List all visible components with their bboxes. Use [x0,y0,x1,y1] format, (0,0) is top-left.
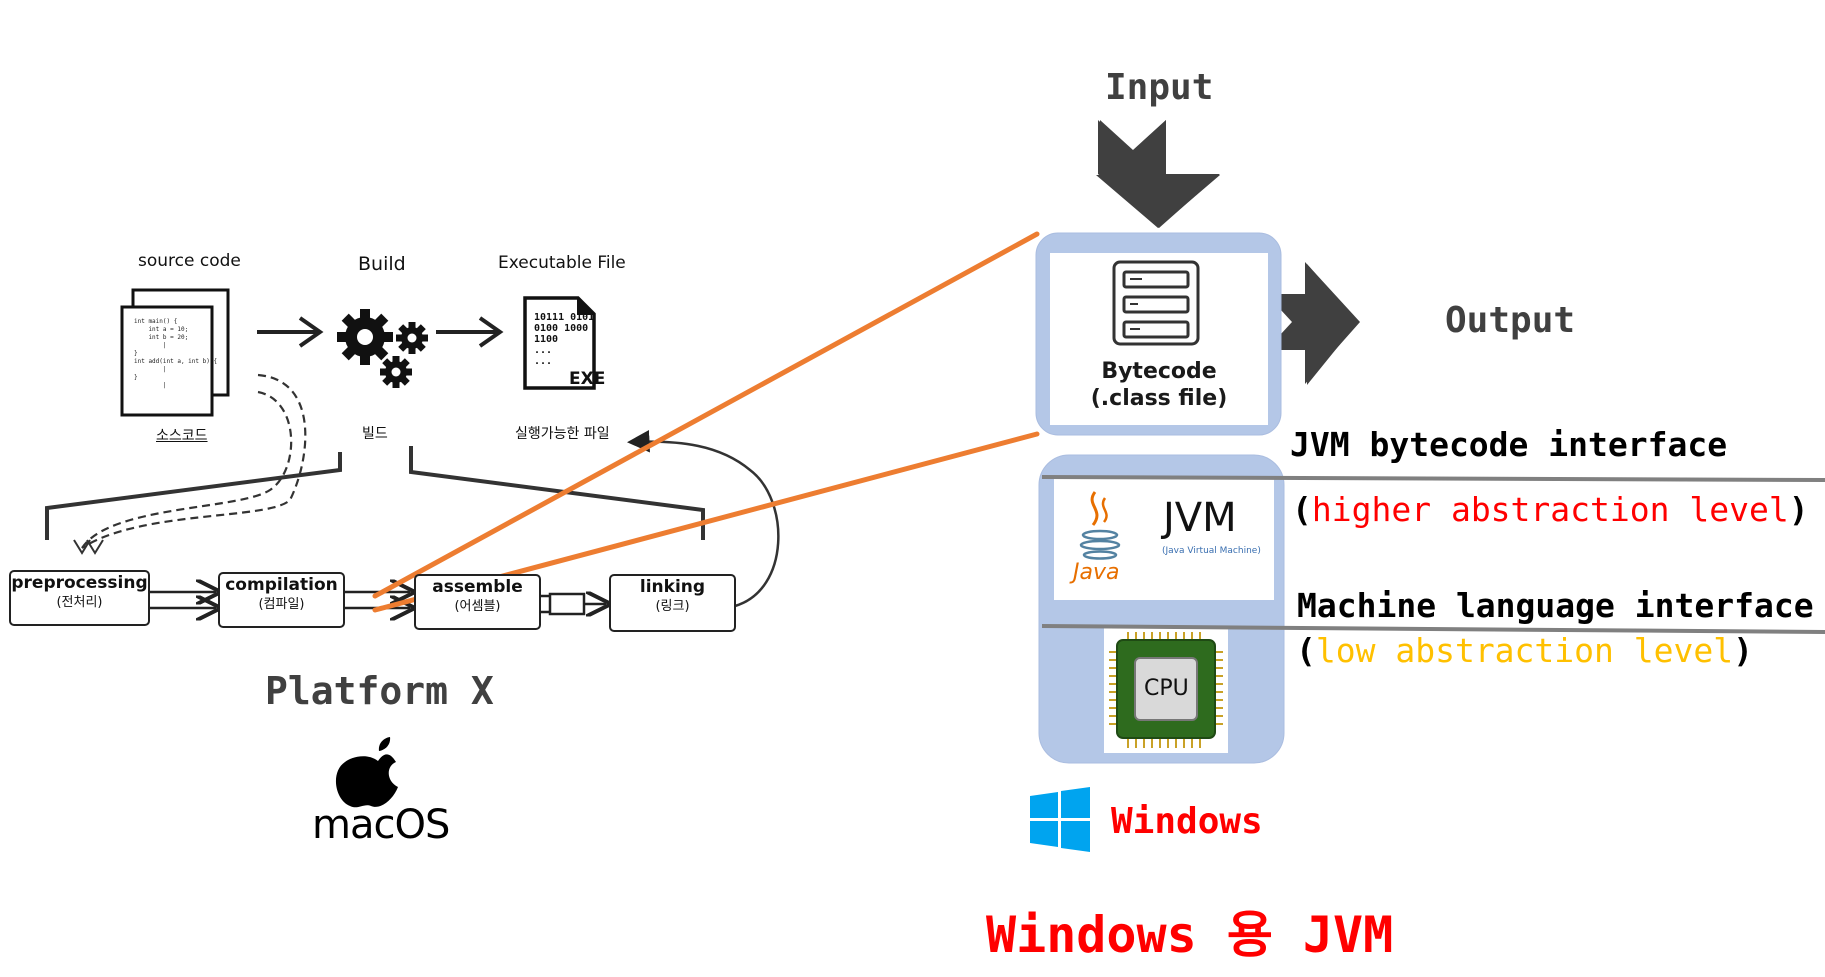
code-line: | [134,382,167,389]
bytecode-title: Bytecode [1101,359,1217,384]
code-line: int main() { [134,318,178,325]
orange-connector-lines [372,231,1040,613]
code-line: int add(int a, int b) { [134,358,218,365]
apple-logo-icon [335,737,398,808]
step-arrows [150,592,606,614]
step-name: compilation [225,575,338,595]
code-line: | [134,342,167,349]
binary-line: 0100 1000 [534,323,589,334]
linking-return-arrow [627,430,780,608]
gears-icon [325,297,435,395]
jvm-subtitle: (Java Virtual Machine) [1162,546,1261,556]
step-name: preprocessing [11,573,148,593]
paren-close: ) [1788,490,1809,529]
machine-interface-line [1041,624,1825,634]
java-text: Java [1073,560,1120,585]
executable-kr-label: 실행가능한 파일 [515,426,610,442]
binary-line: 10111 0101 [534,312,595,323]
footer-title: Windows 용 JVM [986,906,1394,964]
code-line: int b = 20; [134,334,189,341]
input-arrow-shape [1098,120,1220,228]
code-line: } [134,350,138,357]
build-flow-arrows [257,316,504,348]
windows-logo-icon [1030,787,1090,852]
platform-label: Platform X [265,669,494,713]
bytecode-interface-line [1041,475,1825,482]
source-code-label: source code [138,251,241,271]
code-line: | [134,366,167,373]
source-code-icon [120,288,230,417]
output-label: Output [1445,300,1576,341]
low-level-text: low abstraction level [1315,631,1734,670]
step-name: assemble [432,577,523,597]
output-arrow-shape [1275,262,1360,384]
binary-line: 1100 [534,334,559,345]
windows-label: Windows [1111,801,1263,842]
binary-line: ... [534,345,553,356]
binary-text: 10111 0101 0100 1000 1100 ... ... [534,312,594,367]
step-name: linking [639,577,706,597]
bytecode-interface-label: JVM bytecode interface [1290,425,1728,464]
machine-interface-label: Machine language interface [1297,586,1814,625]
step-linking: linking (링크) [609,574,736,632]
dashed-flow-arrows [81,373,307,549]
step-kr: (링크) [655,599,690,614]
step-kr: (컴파일) [258,597,305,612]
paren-open: ( [1292,490,1312,529]
paren-open: ( [1296,631,1316,670]
source-code-kr-label: 소스코드 [156,428,208,444]
bytecode-file-icon [1112,260,1200,346]
cpu-chip-icon [1109,632,1223,748]
bytecode-label: Bytecode (.class file) [1050,358,1268,412]
code-line: } [134,374,138,381]
source-code-snippet: int main() { int a = 10; int b = 20; | }… [134,318,218,390]
exe-text: EXE [569,369,606,389]
input-label: Input [1105,67,1214,108]
bytecode-subtitle: (.class file) [1090,386,1228,411]
java-logo-icon [1079,491,1121,560]
code-line: int a = 10; [134,326,189,333]
build-label: Build [358,253,406,275]
higher-level-label: (higher abstraction level) [1292,490,1809,529]
step-compilation: compilation (컴파일) [218,572,345,628]
step-assemble: assemble (어셈블) [414,574,541,630]
low-level-label: (low abstraction level) [1296,631,1753,670]
step-kr: (어셈블) [454,599,501,614]
executable-file-label: Executable File [498,253,626,273]
step-kr: (전처리) [56,595,103,610]
higher-level-text: higher abstraction level [1311,490,1789,529]
binary-line: ... [534,356,553,367]
cpu-text: CPU [1144,676,1189,701]
step-preprocessing: preprocessing (전처리) [9,570,150,626]
jvm-text: JVM [1163,495,1237,541]
paren-close: ) [1733,631,1753,670]
build-kr-label: 빌드 [362,426,388,442]
macos-label: macOS [312,802,450,848]
executable-file-icon [523,296,596,390]
